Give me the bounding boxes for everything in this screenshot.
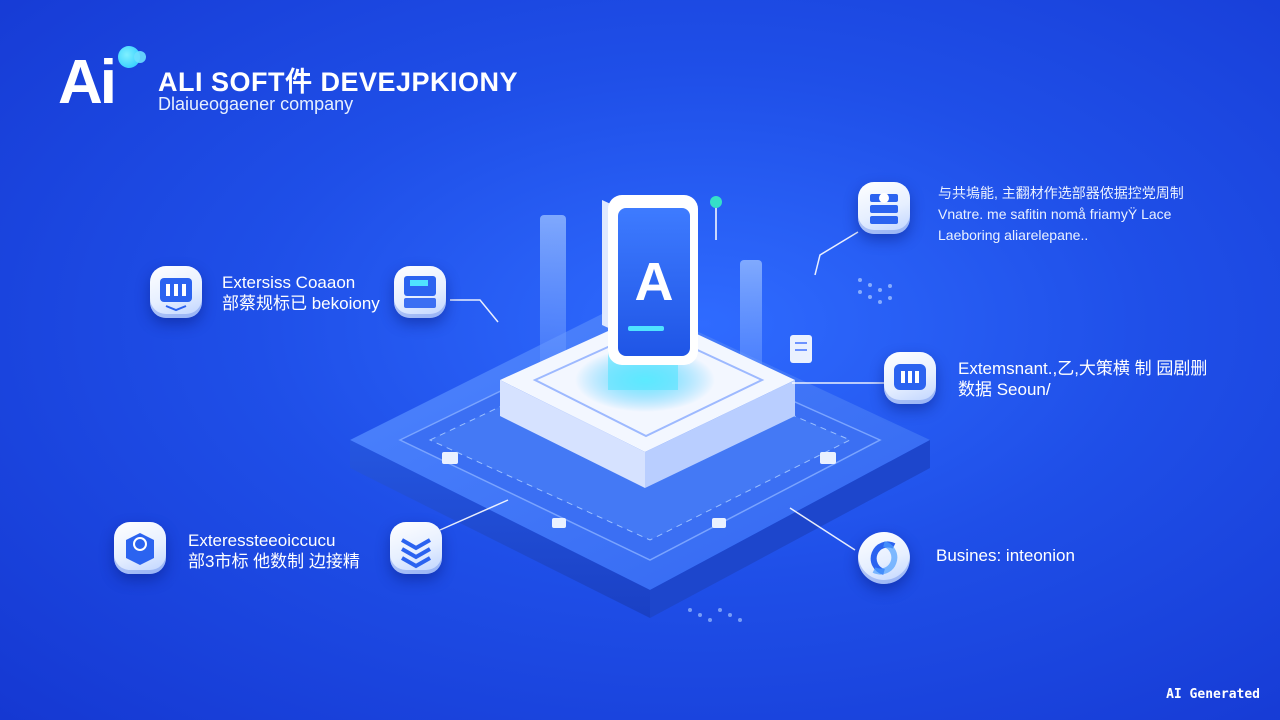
feature-tile-left-upper-secondary[interactable] (394, 266, 446, 318)
feature-left-lower-line2: 部3市标 他数制 边接精 (188, 552, 360, 571)
card-letter: A (635, 252, 674, 312)
layers-gear-icon (870, 193, 898, 224)
company-subtitle: Dlaiueogaener company (158, 94, 354, 114)
pin-icon (710, 196, 722, 208)
feature-tile-left-upper[interactable] (150, 266, 202, 318)
chip-1 (442, 452, 458, 464)
feature-tile-right-lower[interactable] (858, 532, 910, 584)
database-bars-icon (894, 364, 926, 390)
feature-tile-right-mid[interactable] (884, 352, 936, 404)
dot-cluster-right (858, 278, 892, 304)
feature-right-lower-line1: Busines: inteonion (936, 546, 1075, 565)
platform-base-right-side (650, 440, 930, 618)
platform-base-left-side (350, 440, 650, 618)
integration-s-icon (870, 541, 898, 575)
feature-right-mid-line1: Extemsnant.,乙,大策横 制 园剧删 (958, 359, 1208, 378)
feature-tile-left-lower-secondary[interactable] (390, 522, 442, 574)
chip-4 (820, 452, 836, 464)
chip-3 (712, 518, 726, 528)
monitor-box-icon (404, 276, 436, 308)
feature-right-mid-line2: 数据 Seoun/ (958, 380, 1051, 399)
feature-top-right-line3: Laeboring aliarelepane.. (938, 227, 1089, 243)
logo-dot-icon (118, 46, 140, 68)
pedestal-left-side (500, 380, 645, 488)
feature-top-right-line2: Vnatre. me safitin nomå friamyŸ Lace (938, 206, 1172, 222)
stack-chevron-icon (401, 538, 431, 569)
card-accent-bar (628, 326, 664, 331)
cube-cloud-icon (126, 533, 154, 565)
pedestal-right-side (645, 380, 795, 488)
feature-tile-top-right[interactable] (858, 182, 910, 234)
dot-cluster-bottom (688, 608, 742, 622)
feature-left-upper-line1: Extersiss Coaaon (222, 273, 356, 292)
chip-2 (552, 518, 566, 528)
logo-dot-small-icon (134, 51, 146, 63)
feature-top-right-line1: 与共塢能, 主翻材作选部器侬据控党周制 (938, 185, 1184, 201)
feature-left-upper-line2: 部蔡规标已 bekoiony (222, 294, 380, 313)
card-face (618, 208, 690, 356)
feature-left-lower-line1: Exteressteeoiccucu (188, 531, 336, 550)
ai-generated-watermark: AI Generated (1166, 687, 1260, 702)
logo-text: Ai (58, 48, 117, 117)
feature-tile-left-lower[interactable] (114, 522, 166, 574)
company-title: ALI SOFT件 DEVEJPKIONY (158, 67, 519, 97)
server-rack-icon (160, 278, 192, 312)
isometric-platform-illustration: A (350, 195, 930, 622)
company-logo: Ai (58, 46, 148, 117)
